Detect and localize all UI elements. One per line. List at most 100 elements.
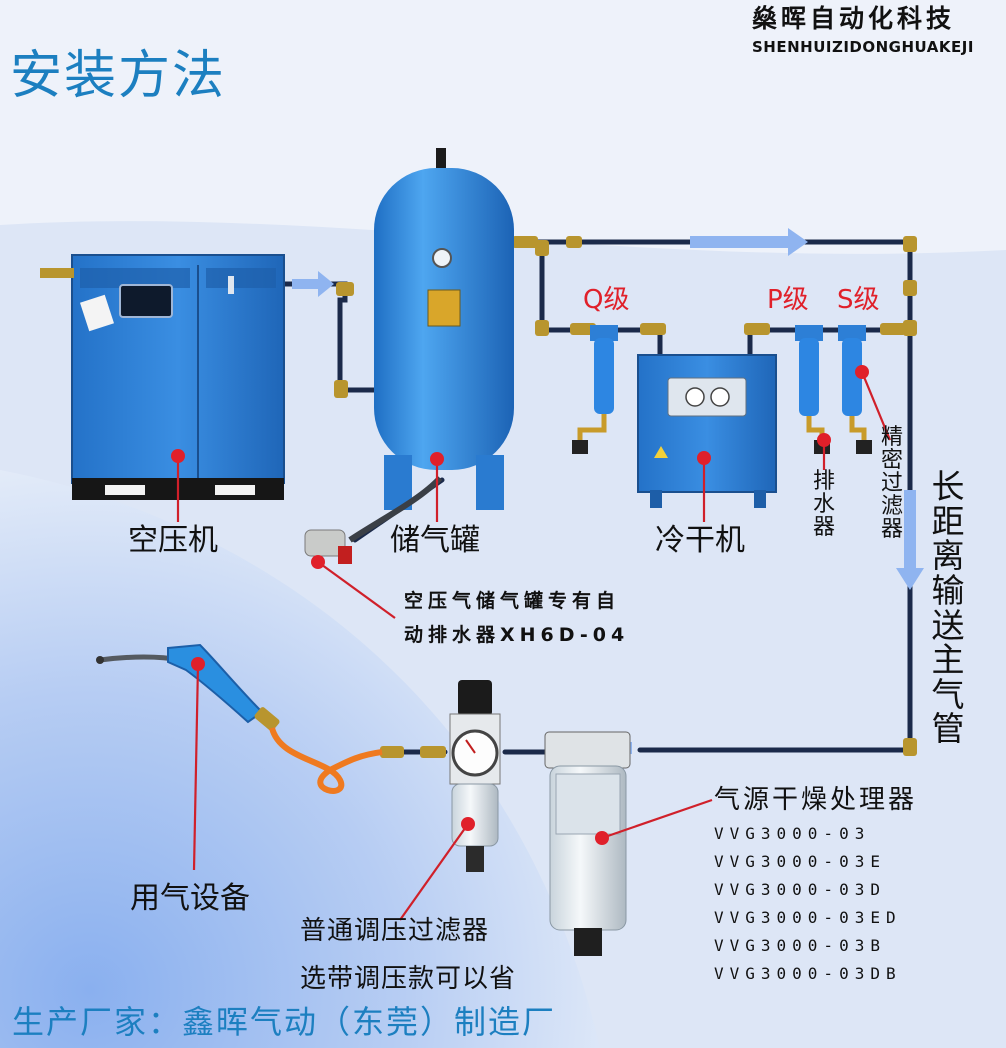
p-filter-head [795,325,823,341]
gauge-needle [465,739,476,754]
tank-label: 储气罐 [390,523,480,558]
source-filter-drain [574,928,602,956]
air-hose [269,726,383,794]
compressor-body [71,254,285,484]
regulator-knob [458,680,492,716]
q-filter-drain [577,414,607,448]
regulator-drain [466,846,484,872]
leader-line [317,561,396,619]
model-number: VVG3000-03D [714,880,886,899]
s-filter-drain [849,416,867,446]
marker-dot [817,433,831,447]
marker-dot [171,449,185,463]
model-number: VVG3000-03 [714,824,871,843]
compressor-foot [215,485,255,495]
q-filter-drain-valve [572,440,588,454]
compressor-vents-left [80,268,190,288]
dryer-foot [650,490,662,508]
tank-leg [476,455,504,510]
marker-dot [430,452,444,466]
air-gun-coupler [254,707,280,731]
drain-label: 排水器 [812,469,835,541]
air-equipment-label: 用气设备 [130,881,250,916]
p-filter-bowl [799,338,819,416]
drain-hose [348,475,443,543]
regulator-label-line2: 选带调压款可以省 [300,964,517,994]
s-filter [838,325,872,454]
auto-drain-label-line1: 空压气储气罐专有自 [404,590,621,612]
dryer-label: 冷干机 [655,523,745,558]
dryer-body [637,354,777,493]
arrow-down-icon [896,490,924,590]
auto-drain-label-line2: 动排水器XH6D-04 [404,624,630,646]
s-filter-head [838,325,866,341]
warning-icon [654,446,668,458]
marker-dots [171,365,869,845]
fitting [336,282,354,296]
marker-dot [855,365,869,379]
fitting [566,236,582,248]
source-filter-head [544,731,631,769]
brand-name: 燊晖自动化科技 [752,4,956,33]
fitting [334,380,348,398]
drain-valve-body [304,529,346,557]
refrigerated-dryer [637,354,777,508]
regulator-label-line1: 普通调压过滤器 [300,916,490,946]
brand-name-en: SHENHUIZIDONGHUAKEJI [752,38,974,56]
dryer-gauge-icon [710,387,730,407]
page-title: 安装方法 [10,46,227,106]
fitting [380,746,404,758]
leader-line [399,823,469,921]
compressor-control-panel [119,284,173,318]
model-number: VVG3000-03DB [714,964,902,983]
compressor-tag [80,294,114,332]
tank-valve [436,148,446,178]
compressor-label: 空压机 [128,523,218,558]
drain-valve-tip [338,546,352,564]
marker-dot [311,555,325,569]
fitting [903,320,917,336]
fitting [570,323,596,335]
air-compressor [40,254,285,500]
source-treatment-label: 气源干燥处理器 [714,785,918,815]
arrow-right-icon [292,271,334,297]
fitting [903,280,917,296]
q-grade-label: Q级 [583,285,630,315]
main-pipe-label: 长距离输送主气管 [931,467,965,749]
fitting [903,236,917,252]
fitting [512,236,538,248]
q-filter [572,325,618,454]
marker-dot [191,657,205,671]
fitting [535,320,549,336]
fitting [903,738,917,756]
q-filter-head [590,325,618,341]
model-number: VVG3000-03E [714,852,886,871]
tank-nameplate [427,289,461,327]
arrow-right-icon [690,228,808,256]
storage-tank [374,148,514,510]
compressor-foot [105,485,145,495]
p-grade-label: P级 [767,285,809,315]
marker-dot [461,817,475,831]
q-filter-bowl [594,338,614,414]
marker-dot [697,451,711,465]
dryer-gauge-icon [685,387,705,407]
manufacturer-footer: 生产厂家：鑫晖气动（东莞）制造厂 [12,1003,557,1041]
leader-line [601,798,713,840]
leader-line [192,663,200,871]
air-source-filter [544,731,631,956]
fitting [640,323,666,335]
model-number: VVG3000-03ED [714,908,902,927]
air-gun-nozzle-tip [96,656,104,664]
precision-filter-label: 精密过滤器 [880,425,903,543]
dryer-panel [667,377,747,417]
fitting [420,746,446,758]
fitting [535,240,549,256]
s-grade-label: S级 [837,285,880,315]
fitting [880,323,906,335]
fitting [744,323,770,335]
pressure-gauge-icon [432,248,452,268]
compressor-handle [228,276,234,294]
s-filter-drain-valve [856,440,872,454]
